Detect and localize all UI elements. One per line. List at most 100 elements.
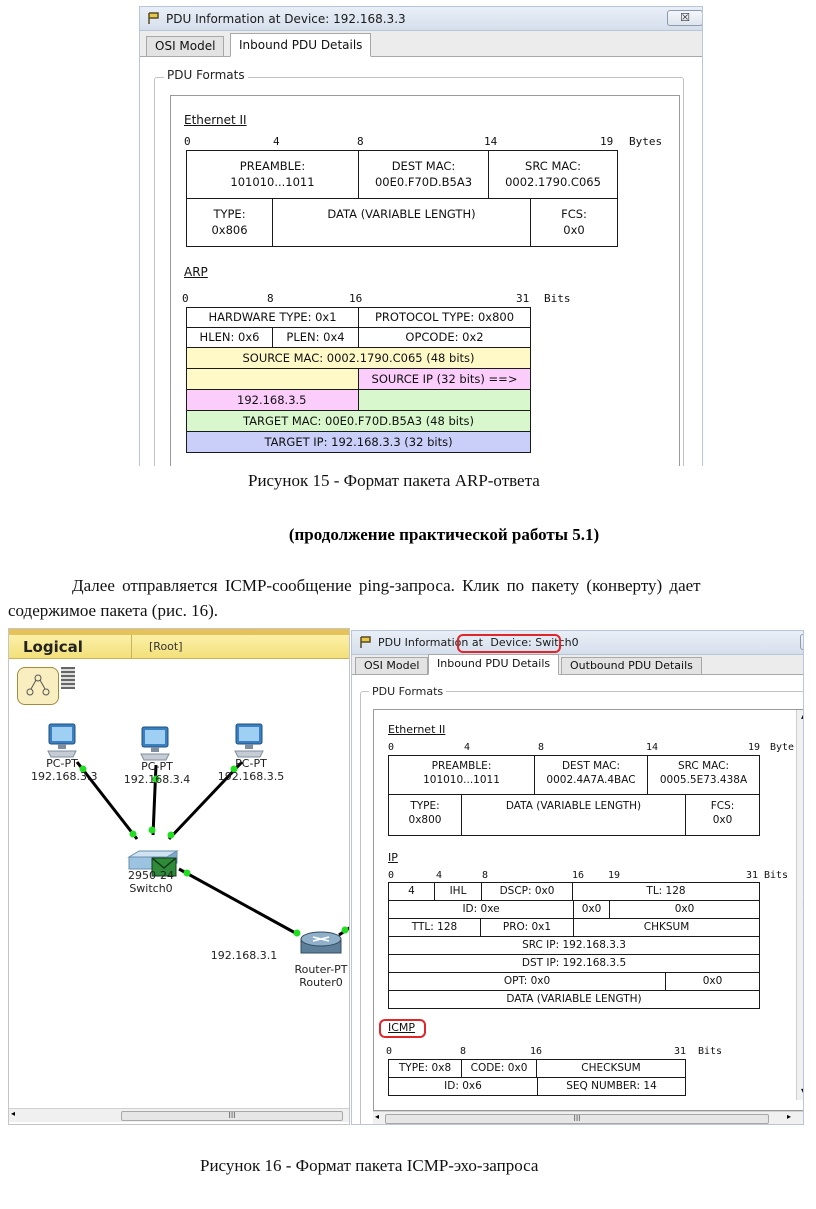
- ip-opt-pad-cell: 0x0: [665, 972, 760, 991]
- icmp-type-cell: TYPE: 0x8: [388, 1059, 462, 1078]
- icmp-checksum-cell: CHECKSUM: [536, 1059, 686, 1078]
- scroll-thumb[interactable]: III: [385, 1114, 769, 1124]
- cluster-nav-icon[interactable]: [17, 667, 59, 705]
- pdu-horizontal-scrollbar[interactable]: ◂ III ▸: [373, 1111, 803, 1124]
- ip-flags-cell: 0x0: [573, 900, 610, 919]
- logical-scrollbar[interactable]: ◂ III: [9, 1108, 349, 1122]
- scroll-grip[interactable]: ≡: [802, 900, 803, 910]
- ethernet-title[interactable]: Ethernet II: [388, 723, 446, 736]
- pdu-vertical-scrollbar[interactable]: ▴ ≡ ▾: [796, 710, 803, 1100]
- pdu-icon: [360, 636, 371, 648]
- ip-pro-cell: PRO: 0x1: [480, 918, 574, 937]
- ip-src-cell: SRC IP: 192.168.3.3: [388, 936, 760, 955]
- logical-title[interactable]: Logical: [23, 638, 83, 656]
- icmp-code-cell: CODE: 0x0: [461, 1059, 537, 1078]
- icmp-title[interactable]: ICMP: [388, 1021, 416, 1034]
- router-device[interactable]: [299, 929, 343, 959]
- tab-bar: OSI Model Inbound PDU Details: [140, 31, 702, 57]
- scroll-down-arrow[interactable]: ▾: [801, 1086, 803, 1095]
- port-light: [293, 929, 301, 937]
- scroll-up-arrow[interactable]: ▴: [801, 712, 803, 721]
- port-light: [167, 831, 175, 839]
- close-icon: ☒: [680, 11, 690, 24]
- fcs-cell: FCS: 0x0: [685, 794, 760, 836]
- tab-inbound-pdu-details[interactable]: Inbound PDU Details: [428, 654, 560, 675]
- tab-bar: OSI Model Inbound PDU Details Outbound P…: [352, 654, 803, 675]
- close-button[interactable]: [800, 634, 803, 650]
- paragraph-line-2: содержимое пакета (рис. 16).: [8, 601, 219, 620]
- arp-title[interactable]: ARP: [184, 265, 208, 279]
- tab-osi-model[interactable]: OSI Model: [355, 657, 429, 675]
- port-light: [152, 775, 160, 783]
- src-mac-cell: SRC MAC: 0005.5E73.438A: [647, 755, 760, 795]
- window-title-prefix: PDU Information at: [378, 636, 483, 649]
- logical-header: Logical [Root]: [9, 635, 349, 659]
- device-highlight: [457, 634, 561, 653]
- src-mac-cell: SRC MAC: 0002.1790.C065: [488, 150, 618, 199]
- pc-device-1[interactable]: [137, 724, 173, 764]
- router-ip-label: 192.168.3.1: [210, 949, 278, 962]
- ip-title[interactable]: IP: [388, 851, 398, 864]
- ip-dst-cell: DST IP: 192.168.3.5: [388, 954, 760, 973]
- close-button[interactable]: ☒: [667, 10, 702, 26]
- figure-16-caption: Рисунок 16 - Формат пакета ICMP-эхо-запр…: [200, 1156, 539, 1175]
- preamble-cell: PREAMBLE: 101010...1011: [388, 755, 535, 795]
- arp-hw-type-cell: HARDWARE TYPE: 0x1: [186, 307, 359, 328]
- pc-icon: [140, 726, 170, 761]
- tab-inbound-pdu-details[interactable]: Inbound PDU Details: [230, 33, 372, 57]
- pdu-envelope-icon[interactable]: [151, 857, 177, 877]
- ip-version-cell: 4: [388, 882, 435, 901]
- window-title: PDU Information at Device: 192.168.3.3: [166, 12, 406, 26]
- pc-device-0[interactable]: [44, 721, 80, 761]
- scroll-left-arrow[interactable]: ◂: [375, 1112, 380, 1121]
- pdu-formats-group: [154, 77, 684, 466]
- arp-target-mac-cell: TARGET MAC: 00E0.F70D.B5A3 (48 bits): [186, 410, 531, 432]
- port-light: [148, 826, 156, 834]
- ethernet-title[interactable]: Ethernet II: [184, 113, 247, 127]
- dest-mac-cell: DEST MAC: 0002.4A7A.4BAC: [534, 755, 648, 795]
- scroll-left-arrow[interactable]: ◂: [11, 1109, 16, 1118]
- pc-label-2: PC-PT 192.168.3.5: [217, 757, 285, 783]
- arp-plen-cell: PLEN: 0x4: [272, 327, 359, 348]
- data-cell: DATA (VARIABLE LENGTH): [461, 794, 686, 836]
- router-label: Router-PT Router0: [294, 963, 348, 989]
- ip-tl-cell: TL: 128: [572, 882, 760, 901]
- pc-label-1: PC-PT 192.168.3.4: [123, 760, 191, 786]
- fcs-cell: FCS: 0x0: [530, 198, 618, 247]
- ip-dscp-cell: DSCP: 0x0: [481, 882, 573, 901]
- port-light: [341, 926, 349, 934]
- pc-device-2[interactable]: [231, 721, 267, 761]
- pc-label-0: PC-PT 192.168.3.3: [31, 757, 98, 783]
- scroll-right-arrow[interactable]: ▸: [787, 1112, 792, 1121]
- scroll-thumb[interactable]: III: [121, 1111, 343, 1121]
- set-tiled-icon[interactable]: [61, 667, 75, 689]
- root-label[interactable]: [Root]: [149, 640, 183, 653]
- arp-source-ip-value: 192.168.3.5: [186, 389, 359, 411]
- ip-opt-cell: OPT: 0x0: [388, 972, 666, 991]
- link-pc2-switch: [167, 760, 244, 841]
- type-cell: TYPE: 0x806: [186, 198, 273, 247]
- arp-proto-type-cell: PROTOCOL TYPE: 0x800: [358, 307, 531, 328]
- data-cell: DATA (VARIABLE LENGTH): [272, 198, 531, 247]
- ip-frag-cell: 0x0: [609, 900, 760, 919]
- arp-source-mac-cell: SOURCE MAC: 0002.1790.C065 (48 bits): [186, 347, 531, 369]
- switch-label: 2950-24 Switch0: [128, 869, 174, 895]
- link-pc0-switch: [75, 761, 139, 840]
- tab-osi-model[interactable]: OSI Model: [146, 36, 225, 57]
- arp-ruler: 0 8 16 31 Bits: [182, 292, 571, 305]
- port-light: [129, 830, 137, 838]
- arp-opcode-cell: OPCODE: 0x2: [358, 327, 531, 348]
- pc-icon: [234, 723, 264, 758]
- icmp-seq-cell: SEQ NUMBER: 14: [537, 1077, 686, 1096]
- preamble-cell: PREAMBLE: 101010...1011: [186, 150, 359, 199]
- figure-15-caption: Рисунок 15 - Формат пакета ARP-ответа: [248, 471, 540, 490]
- ethernet-ruler: 0 4 8 14 19 Bytes: [184, 135, 663, 148]
- window-titlebar: PDU Information at Device: 192.168.3.3 ☒: [140, 7, 702, 31]
- tab-outbound-pdu-details[interactable]: Outbound PDU Details: [561, 657, 702, 675]
- ip-ruler: 0 4 8 16 19 31 Bits: [388, 870, 789, 881]
- link-switch-router: [178, 867, 300, 937]
- pdu-window-fig15: PDU Information at Device: 192.168.3.3 ☒…: [139, 6, 703, 466]
- arp-source-mac-tail: [186, 368, 359, 390]
- tree-icon: [26, 674, 50, 696]
- toolbar-strip: [9, 629, 349, 635]
